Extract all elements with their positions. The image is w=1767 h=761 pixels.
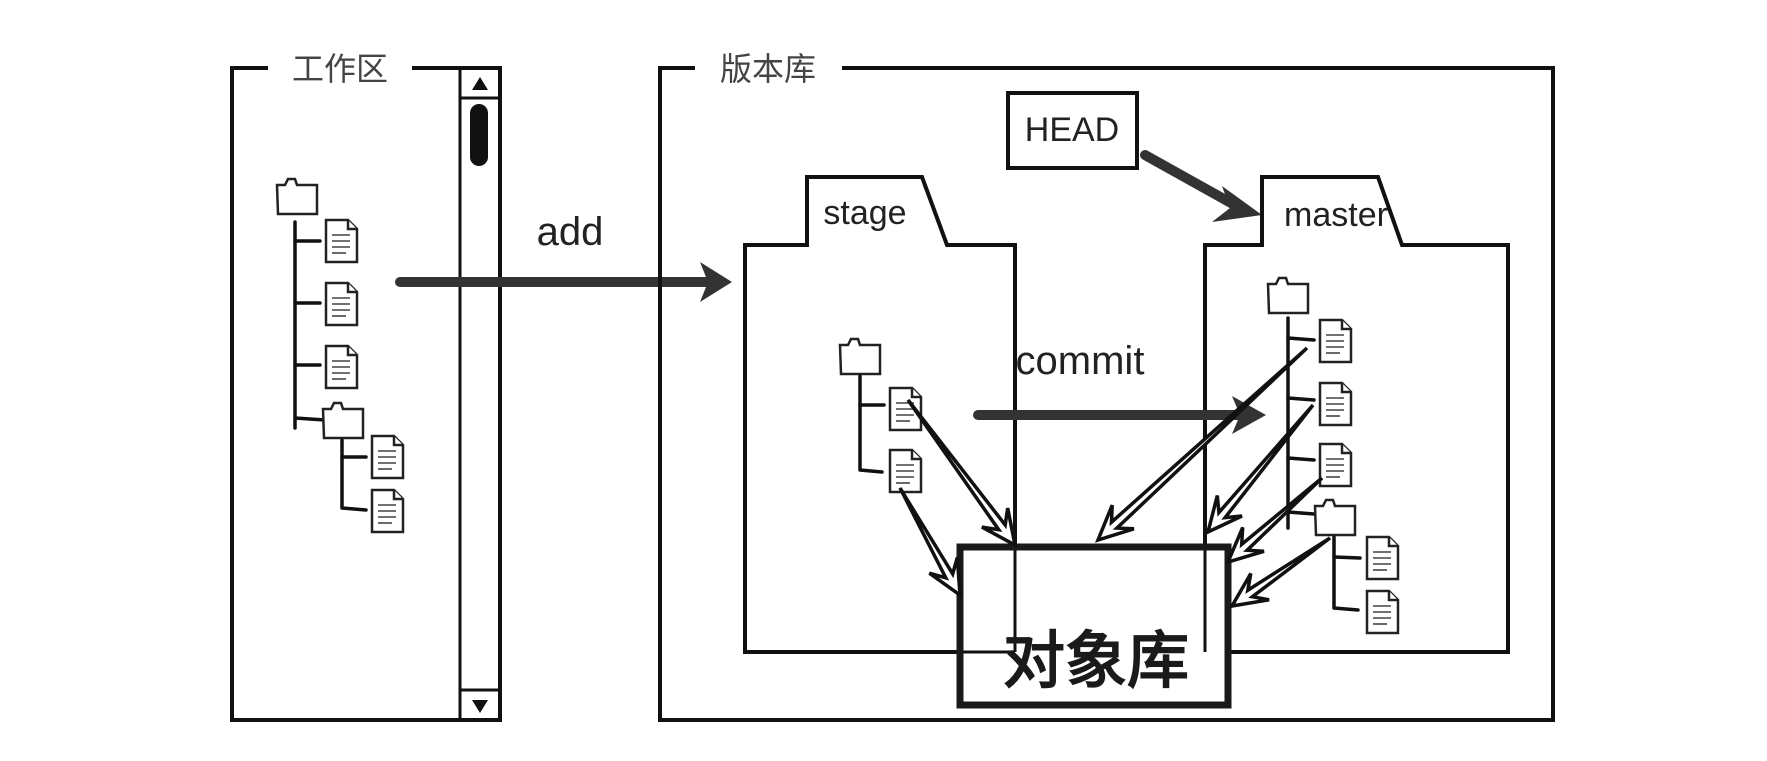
file-icon: [324, 218, 359, 264]
object-db-label: 对象库: [1003, 624, 1189, 697]
head-label: HEAD: [1025, 111, 1119, 149]
commit-arrow: commit: [973, 339, 1266, 434]
file-icon: [370, 434, 405, 480]
file-icon: [370, 488, 405, 534]
file-icon: [1318, 318, 1353, 364]
object-reference-arrow: [898, 487, 963, 599]
working-tree: [275, 177, 405, 534]
repository-panel: 版本库 HEAD stage master: [658, 50, 1555, 722]
scrollbar-thumb[interactable]: [470, 104, 488, 166]
object-reference-arrow: [906, 398, 1018, 549]
object-reference-arrow: [1224, 476, 1324, 565]
file-icon: [1318, 442, 1353, 488]
head-box: HEAD: [1006, 91, 1139, 170]
head-to-master-arrow: [1140, 150, 1262, 222]
object-db: 对象库: [956, 543, 1232, 709]
folder-icon: [1266, 276, 1310, 315]
scrollbar[interactable]: [458, 68, 500, 720]
working-directory-panel: 工作区: [230, 50, 502, 722]
file-icon: [1365, 589, 1400, 635]
add-arrow: add: [395, 210, 732, 302]
stage-area: stage: [743, 175, 1017, 654]
repository-label: 版本库: [720, 50, 816, 88]
file-icon: [1365, 535, 1400, 581]
down-arrow-icon[interactable]: [472, 700, 488, 713]
commit-label: commit: [1016, 339, 1145, 383]
file-icon: [1318, 381, 1353, 427]
master-branch: master: [1203, 175, 1510, 654]
file-icon: [324, 281, 359, 327]
object-reference-arrow: [1228, 536, 1332, 609]
file-icon: [888, 448, 923, 494]
working-directory-label: 工作区: [292, 50, 388, 88]
add-label: add: [537, 210, 604, 254]
up-arrow-icon[interactable]: [472, 77, 488, 90]
object-reference-arrows: [898, 346, 1332, 609]
subfolder-icon: [321, 401, 365, 440]
master-label: master: [1284, 196, 1388, 234]
stage-label: stage: [823, 194, 906, 232]
folder-icon: [275, 177, 319, 216]
subfolder-icon: [1313, 498, 1357, 537]
file-icon: [324, 344, 359, 390]
object-reference-arrow: [1094, 346, 1309, 543]
folder-icon: [838, 337, 882, 376]
object-reference-arrow: [1205, 403, 1315, 536]
